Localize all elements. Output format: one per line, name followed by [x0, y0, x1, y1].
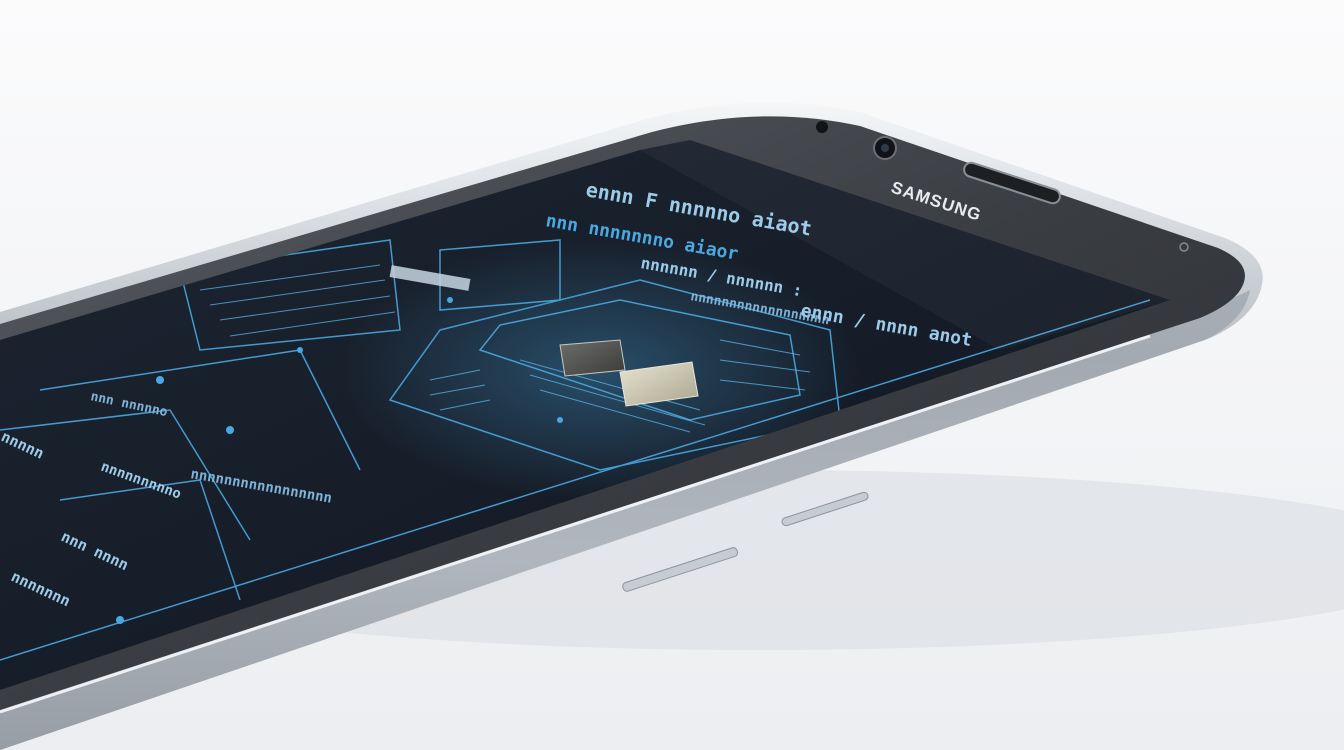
screen-baseline — [0, 299, 1151, 661]
glass-reflection — [640, 140, 1170, 350]
volume-button[interactable] — [622, 547, 739, 593]
camera-lens — [881, 144, 889, 152]
chip-die-dark — [559, 339, 626, 377]
left-block — [179, 239, 401, 351]
notification-led — [1179, 242, 1189, 252]
circuit-frames — [0, 239, 1151, 661]
earpiece-speaker — [963, 161, 1061, 205]
chip-die-gold — [619, 361, 699, 407]
chip-substrate — [478, 299, 801, 421]
schematic-line-2 — [0, 409, 251, 541]
top-block — [439, 239, 561, 311]
component-label-bar — [389, 265, 471, 291]
frame-highlight — [0, 334, 1151, 714]
circuit-nodes — [116, 297, 563, 624]
power-button[interactable] — [781, 491, 869, 527]
circuit-traces — [199, 264, 811, 433]
schematic-line-3 — [59, 479, 241, 601]
proximity-sensor — [816, 121, 828, 133]
board-outline — [388, 279, 841, 471]
